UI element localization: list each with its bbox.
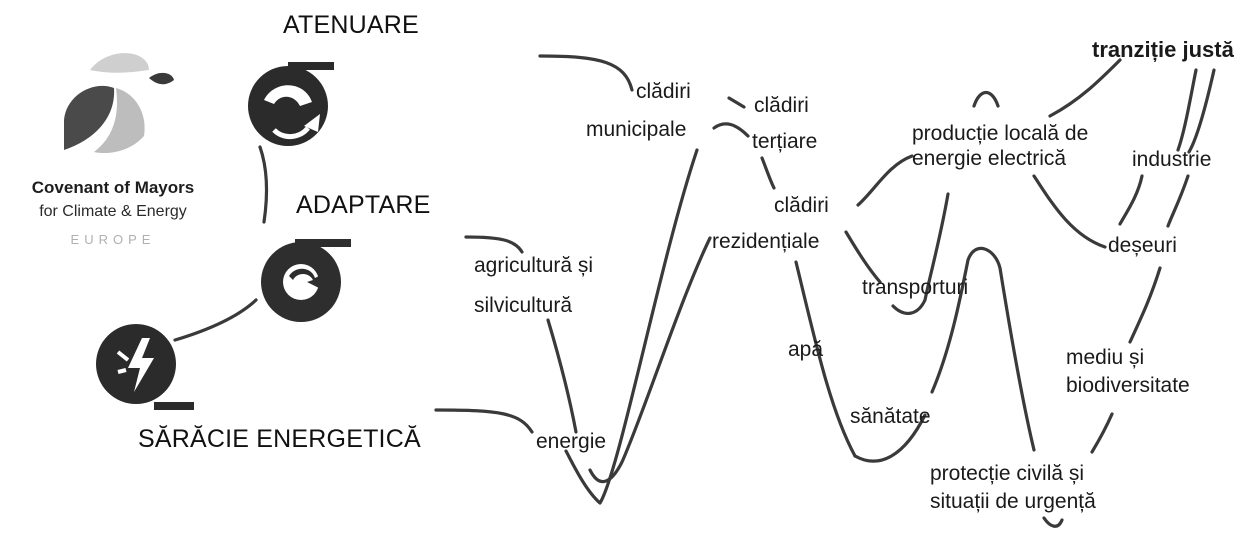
lead-adaptare xyxy=(464,235,524,254)
sector-civil-line1: protecție civilă și xyxy=(930,462,1085,485)
theme-mitigation: ATENUARE xyxy=(283,11,419,39)
logo-tagline: for Climate & Energy xyxy=(39,203,187,220)
lightning-plug-icon xyxy=(94,318,194,414)
link-buildings-transport xyxy=(844,230,882,284)
link-buildings-power xyxy=(856,154,914,207)
sector-municipal-line2: municipale xyxy=(586,118,687,141)
civil-bottom-v xyxy=(1042,516,1064,528)
link-industry-waste xyxy=(1118,174,1144,226)
link-environment-civil xyxy=(1090,412,1114,454)
link-atenuare-adaptare xyxy=(258,145,269,224)
sector-municipal-line1: clădiri xyxy=(636,80,691,103)
link-industry-right2 xyxy=(1187,68,1216,154)
recycle-arrows-icon xyxy=(244,60,338,150)
sector-residential-line2: rezidențiale xyxy=(712,230,820,253)
link-waste-environment xyxy=(1128,266,1162,344)
link-industry-environment xyxy=(1166,174,1190,228)
sector-power-line1: producție locală de xyxy=(912,122,1089,145)
sector-transport: transporturi xyxy=(862,276,969,299)
link-power-waste xyxy=(1032,174,1107,249)
power-bump xyxy=(972,90,1000,108)
sector-residential-line1: clădiri xyxy=(774,194,829,217)
wave-residential-energy xyxy=(588,236,712,484)
wave-municipal-energy xyxy=(564,148,699,505)
sector-environment-line1: mediu și xyxy=(1066,346,1145,369)
sector-industry: industrie xyxy=(1132,148,1212,171)
leaf-logo-icon xyxy=(54,40,174,165)
link-buildings-water xyxy=(794,260,857,458)
sector-just-transition: tranziție justă xyxy=(1092,37,1234,62)
link-municipal-tertiary xyxy=(712,122,750,138)
sector-agri-line2: silvicultură xyxy=(474,294,573,317)
link-industry-right1 xyxy=(1176,68,1198,152)
link-power-justtransition xyxy=(1048,58,1122,118)
link-health-transport xyxy=(930,246,1036,452)
logo-region: EUROPE xyxy=(70,232,156,247)
link-power-transport xyxy=(891,192,950,315)
wave-agri-energy xyxy=(546,318,578,434)
sector-tertiary-line1: clădiri xyxy=(754,94,809,117)
sector-waste: deșeuri xyxy=(1108,234,1177,257)
lead-saracie xyxy=(434,408,534,434)
link-water-health xyxy=(853,413,927,463)
sector-water: apă xyxy=(788,338,824,361)
link-tertiary-buildings xyxy=(760,156,776,190)
theme-adaptation: ADAPTARE xyxy=(296,191,431,219)
link-clădiri-top xyxy=(727,96,746,109)
logo-title: Covenant of Mayors xyxy=(31,178,195,197)
lead-atenuare xyxy=(538,54,634,92)
sector-health: sănătate xyxy=(850,405,931,428)
sector-environment-line2: biodiversitate xyxy=(1066,374,1190,397)
sector-agri-line1: agricultură și xyxy=(474,254,594,277)
sector-energy: energie xyxy=(536,430,607,453)
theme-energy-poverty: SĂRĂCIE ENERGETICĂ xyxy=(138,425,421,453)
cycle-arrows-icon xyxy=(255,236,351,328)
sector-tertiary-line2: terțiare xyxy=(752,130,818,153)
link-adaptare-saracie xyxy=(173,298,258,342)
sector-power-line2: energie electrică xyxy=(912,147,1067,170)
sector-civil-line2: situații de urgență xyxy=(930,490,1096,513)
